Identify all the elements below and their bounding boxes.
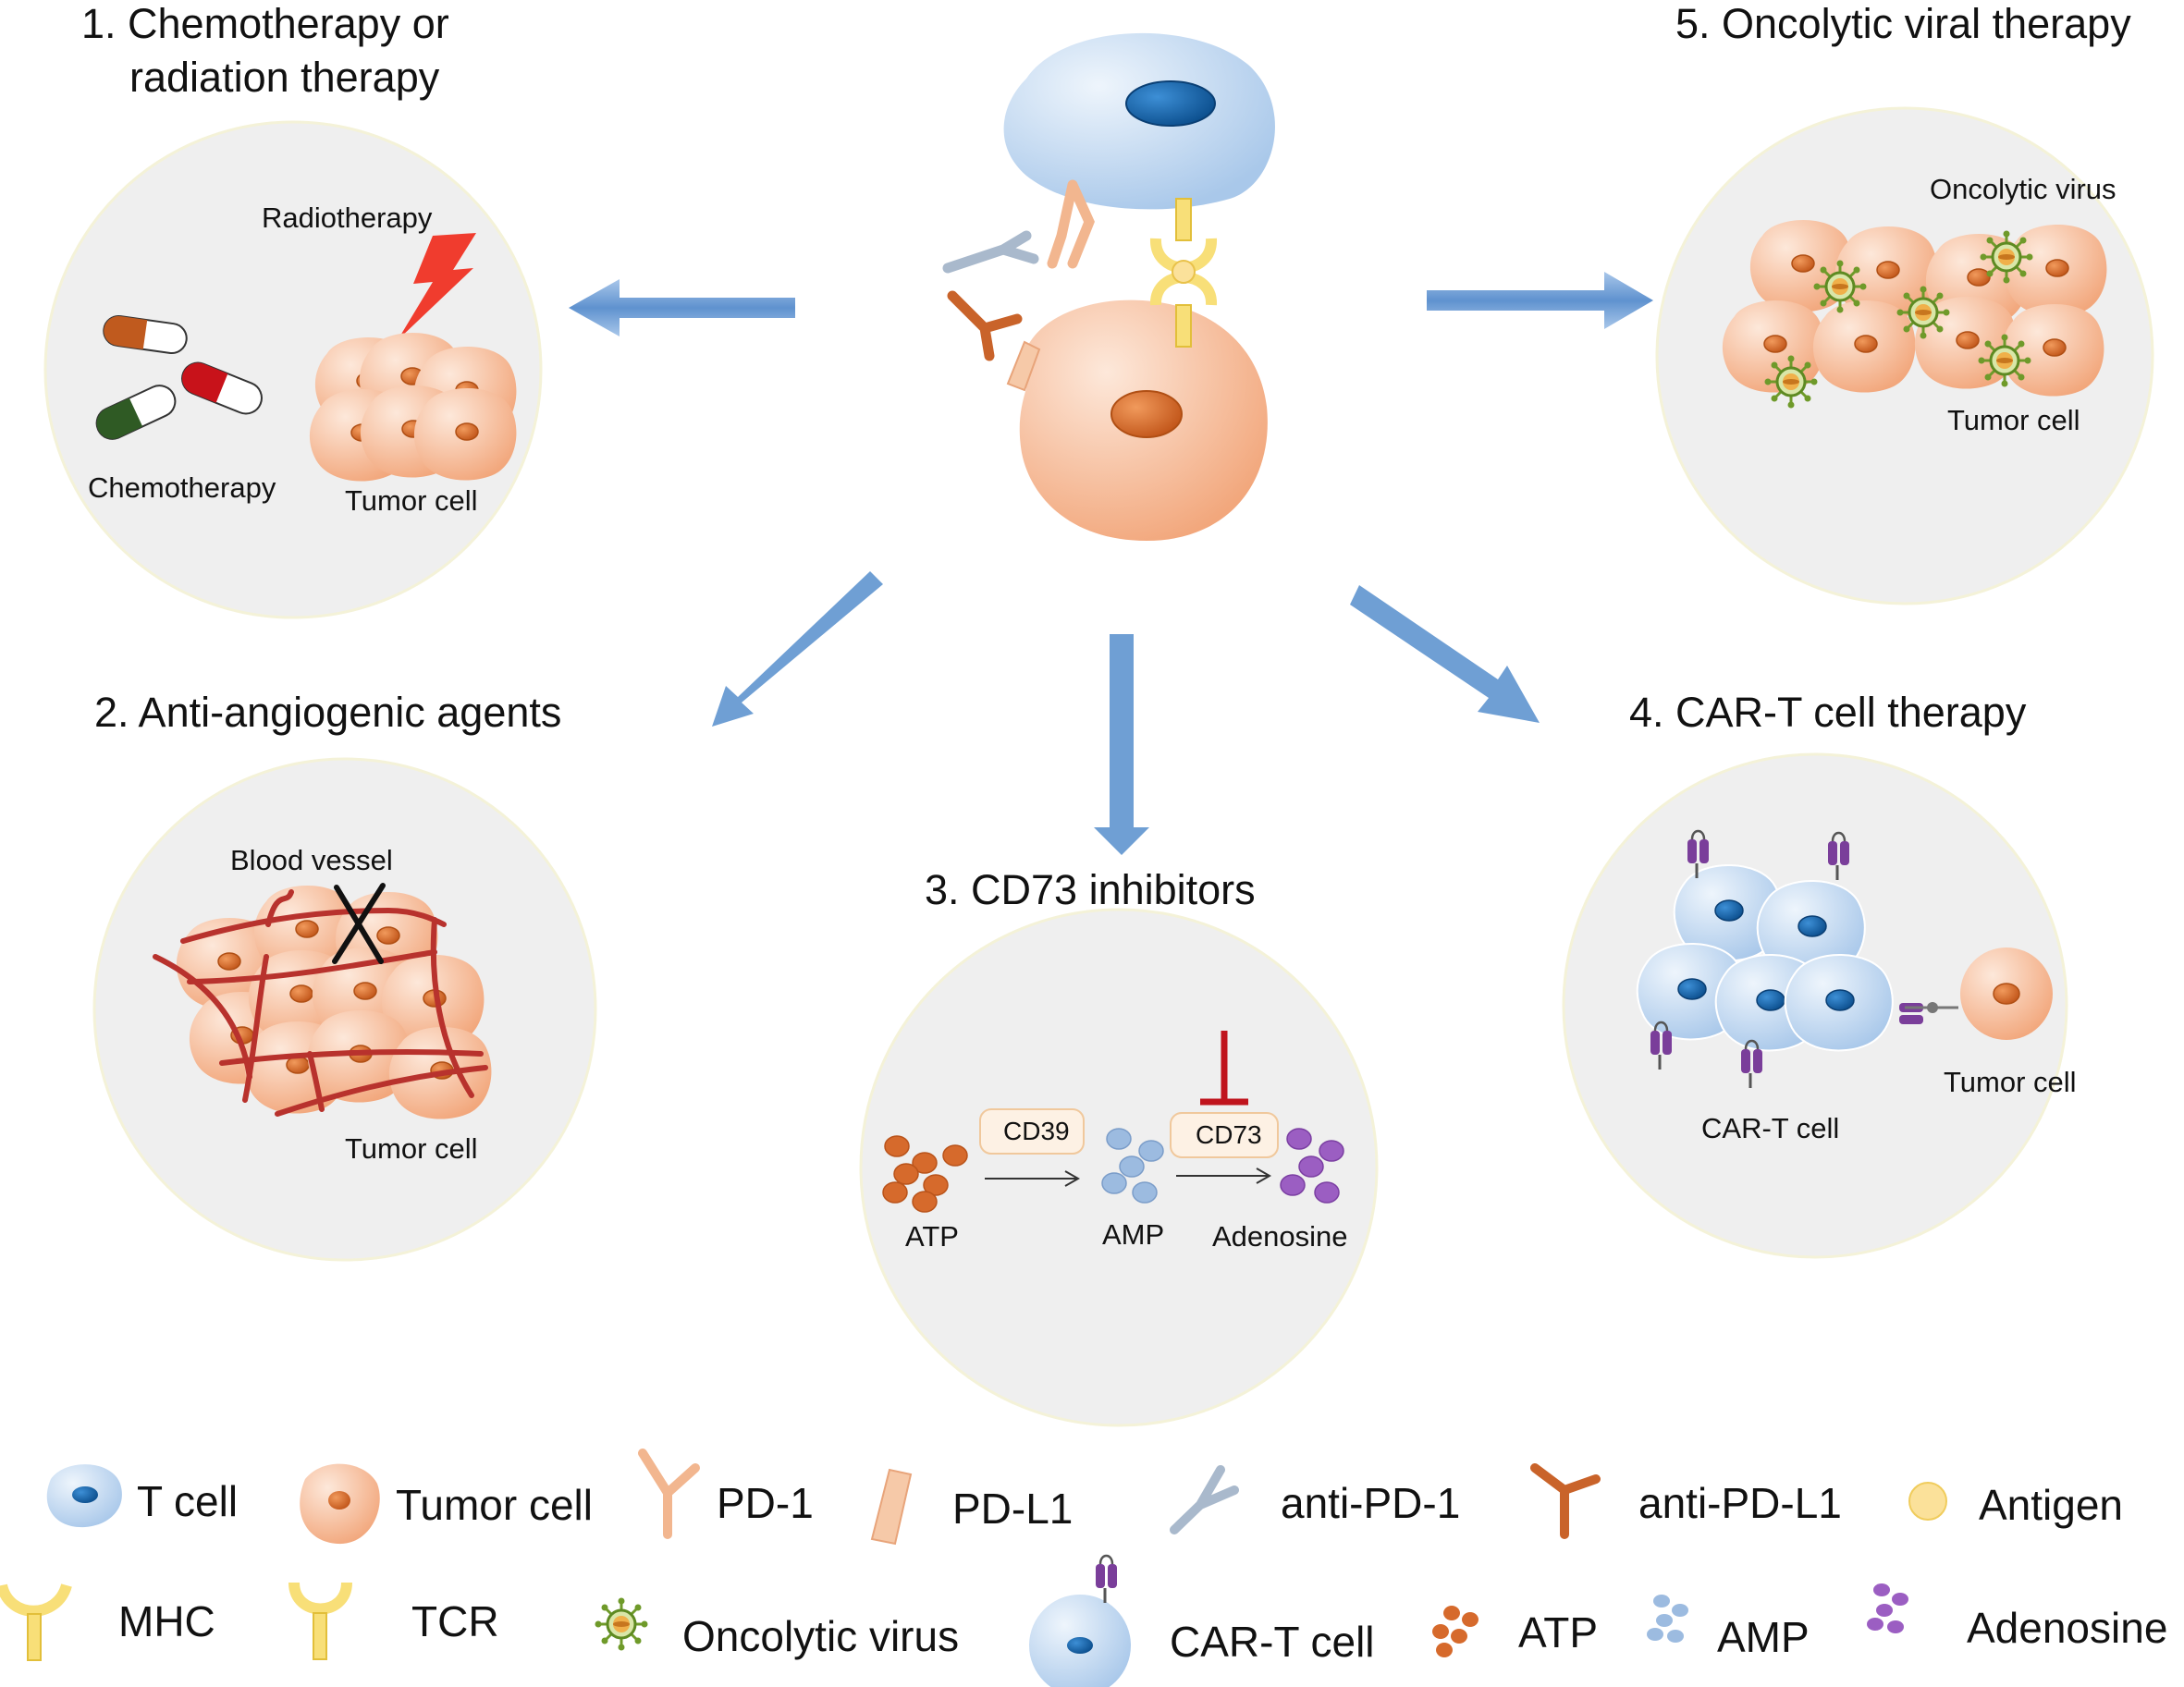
chemo-pill-green bbox=[95, 385, 177, 440]
radiation-bolt-icon bbox=[398, 233, 476, 340]
panel-5-tumor-cell-label: Tumor cell bbox=[1947, 404, 2080, 436]
cd73-label: CD73 bbox=[1196, 1120, 1262, 1149]
amp-label: AMP bbox=[1102, 1218, 1165, 1251]
legend-atp-icon bbox=[1432, 1606, 1478, 1657]
central-pd1 bbox=[1047, 179, 1095, 269]
legend-anti-pd1-icon bbox=[1170, 1465, 1239, 1534]
legend-oncolytic-virus-label: Oncolytic virus bbox=[682, 1612, 960, 1660]
cd73-enzyme-box bbox=[1170, 1112, 1279, 1158]
central-t-cell bbox=[1003, 32, 1275, 210]
legend-adenosine-icon bbox=[1867, 1583, 1908, 1633]
chemo-pill-red bbox=[181, 361, 263, 415]
legend-pd1-icon bbox=[638, 1449, 700, 1539]
legend-anti-pdl1-icon bbox=[1530, 1463, 1601, 1539]
blood-vessels bbox=[153, 889, 488, 1117]
cd73-inhibition-icon bbox=[1200, 1031, 1248, 1106]
legend-t-cell-label: T cell bbox=[137, 1477, 239, 1525]
arrow-to-panel-5 bbox=[1427, 272, 1653, 329]
legend-tumor-cell-icon bbox=[300, 1463, 380, 1545]
panel-1-tumor-cell-label: Tumor cell bbox=[345, 484, 478, 517]
central-anti-pdl1 bbox=[947, 290, 1023, 361]
legend-car-t-cell-icon bbox=[1029, 1554, 1131, 1687]
legend-tcr-icon bbox=[288, 1582, 352, 1660]
legend-t-cell-icon bbox=[46, 1464, 122, 1528]
legend-mhc-label: MHC bbox=[118, 1597, 215, 1645]
legend-car-t-cell-label: CAR-T cell bbox=[1170, 1618, 1375, 1666]
legend-anti-pd1-label: anti-PD-1 bbox=[1281, 1479, 1461, 1527]
panel-4-tumor-cell-label: Tumor cell bbox=[1944, 1066, 2077, 1098]
legend-mhc-icon bbox=[0, 1583, 72, 1661]
central-tumor-cell bbox=[1019, 300, 1268, 541]
legend-amp-icon bbox=[1647, 1595, 1688, 1643]
central-anti-pd1 bbox=[942, 230, 1039, 274]
panel-1-circle bbox=[43, 120, 543, 619]
legend-antigen-icon bbox=[1908, 1482, 1947, 1521]
legend-tumor-cell-label: Tumor cell bbox=[396, 1481, 593, 1529]
cd39-label: CD39 bbox=[1003, 1117, 1070, 1145]
car-t-cell-label: CAR-T cell bbox=[1701, 1112, 1840, 1144]
blocked-vessel-x-icon bbox=[332, 883, 386, 964]
panel-2-title: 2. Anti-angiogenic agents bbox=[94, 689, 562, 736]
cd39-enzyme-box bbox=[979, 1108, 1085, 1155]
legend-pdl1-label: PD-L1 bbox=[952, 1485, 1074, 1533]
adenosine-label: Adenosine bbox=[1212, 1220, 1348, 1253]
legend-atp-label: ATP bbox=[1518, 1608, 1599, 1656]
atp-label: ATP bbox=[905, 1220, 959, 1253]
legend-anti-pdl1-label: anti-PD-L1 bbox=[1638, 1479, 1842, 1527]
legend-amp-label: AMP bbox=[1717, 1613, 1810, 1661]
central-pdl1 bbox=[1006, 340, 1041, 392]
tumor-cell-cluster-1 bbox=[309, 332, 518, 483]
blood-vessel-label: Blood vessel bbox=[230, 844, 393, 876]
reaction-arrow-cd39 bbox=[985, 1170, 1081, 1187]
panel-4-title: 4. CAR-T cell therapy bbox=[1629, 689, 2027, 736]
panel-4-tumor-cell bbox=[1960, 947, 2053, 1040]
arrow-to-panel-2 bbox=[712, 571, 883, 727]
reaction-arrow-cd73 bbox=[1176, 1167, 1272, 1184]
panel-3-title: 3. CD73 inhibitors bbox=[925, 866, 1256, 913]
arrow-to-panel-4 bbox=[1350, 585, 1540, 723]
chemotherapy-label: Chemotherapy bbox=[88, 471, 276, 504]
legend-oncolytic-virus-icon bbox=[594, 1596, 649, 1652]
chemo-pill-orange bbox=[103, 314, 188, 355]
panel-1-title-line1: 1. Chemotherapy or bbox=[81, 0, 449, 47]
legend-antigen-label: Antigen bbox=[1979, 1481, 2124, 1529]
panel-2-tumor-cell-label: Tumor cell bbox=[345, 1132, 478, 1165]
central-tcr-mhc-complex bbox=[1150, 198, 1217, 348]
oncolytic-virus-label: Oncolytic virus bbox=[1930, 173, 2117, 205]
legend-pd1-label: PD-1 bbox=[717, 1479, 814, 1527]
legend-adenosine-label: Adenosine bbox=[1967, 1604, 2168, 1652]
legend-tcr-label: TCR bbox=[411, 1597, 499, 1645]
arrow-to-panel-3 bbox=[1094, 634, 1149, 855]
radiotherapy-label: Radiotherapy bbox=[262, 202, 433, 234]
car-binding-link bbox=[1899, 1002, 1958, 1024]
panel-1-title-line2: radiation therapy bbox=[129, 54, 440, 101]
arrow-to-panel-1 bbox=[569, 279, 795, 336]
panel-3-circle bbox=[859, 908, 1379, 1427]
panel-5-title: 5. Oncolytic viral therapy bbox=[1675, 0, 2131, 47]
legend-pdl1-icon bbox=[870, 1468, 913, 1546]
